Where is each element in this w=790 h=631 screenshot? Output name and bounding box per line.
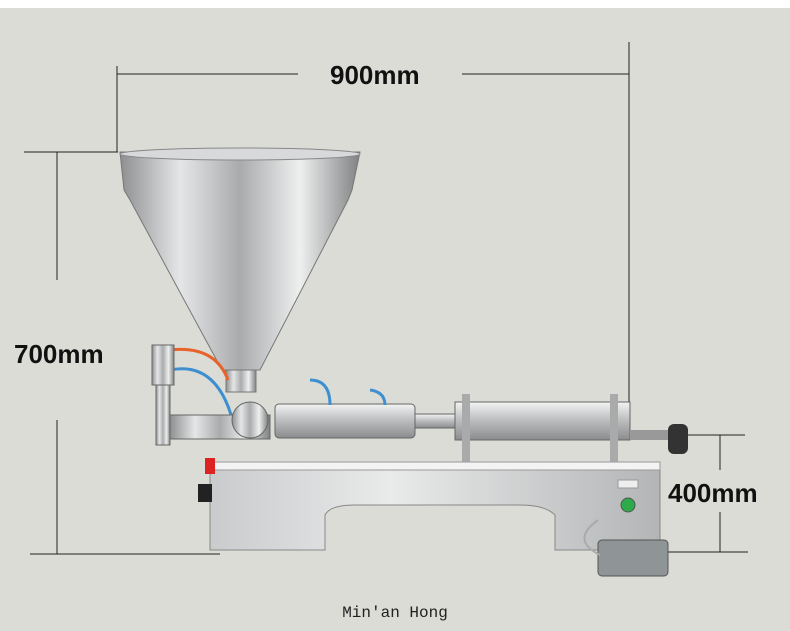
watermark-caption: Min'an Hong xyxy=(342,604,448,622)
machine-base xyxy=(198,458,669,577)
height-dimension-label: 700mm xyxy=(14,339,104,369)
base-height-dimension-label: 400mm xyxy=(668,478,758,508)
filling-valve xyxy=(151,344,271,446)
main-cylinder xyxy=(274,378,688,464)
hopper xyxy=(119,147,361,393)
width-dimension-label: 900mm xyxy=(330,60,420,90)
